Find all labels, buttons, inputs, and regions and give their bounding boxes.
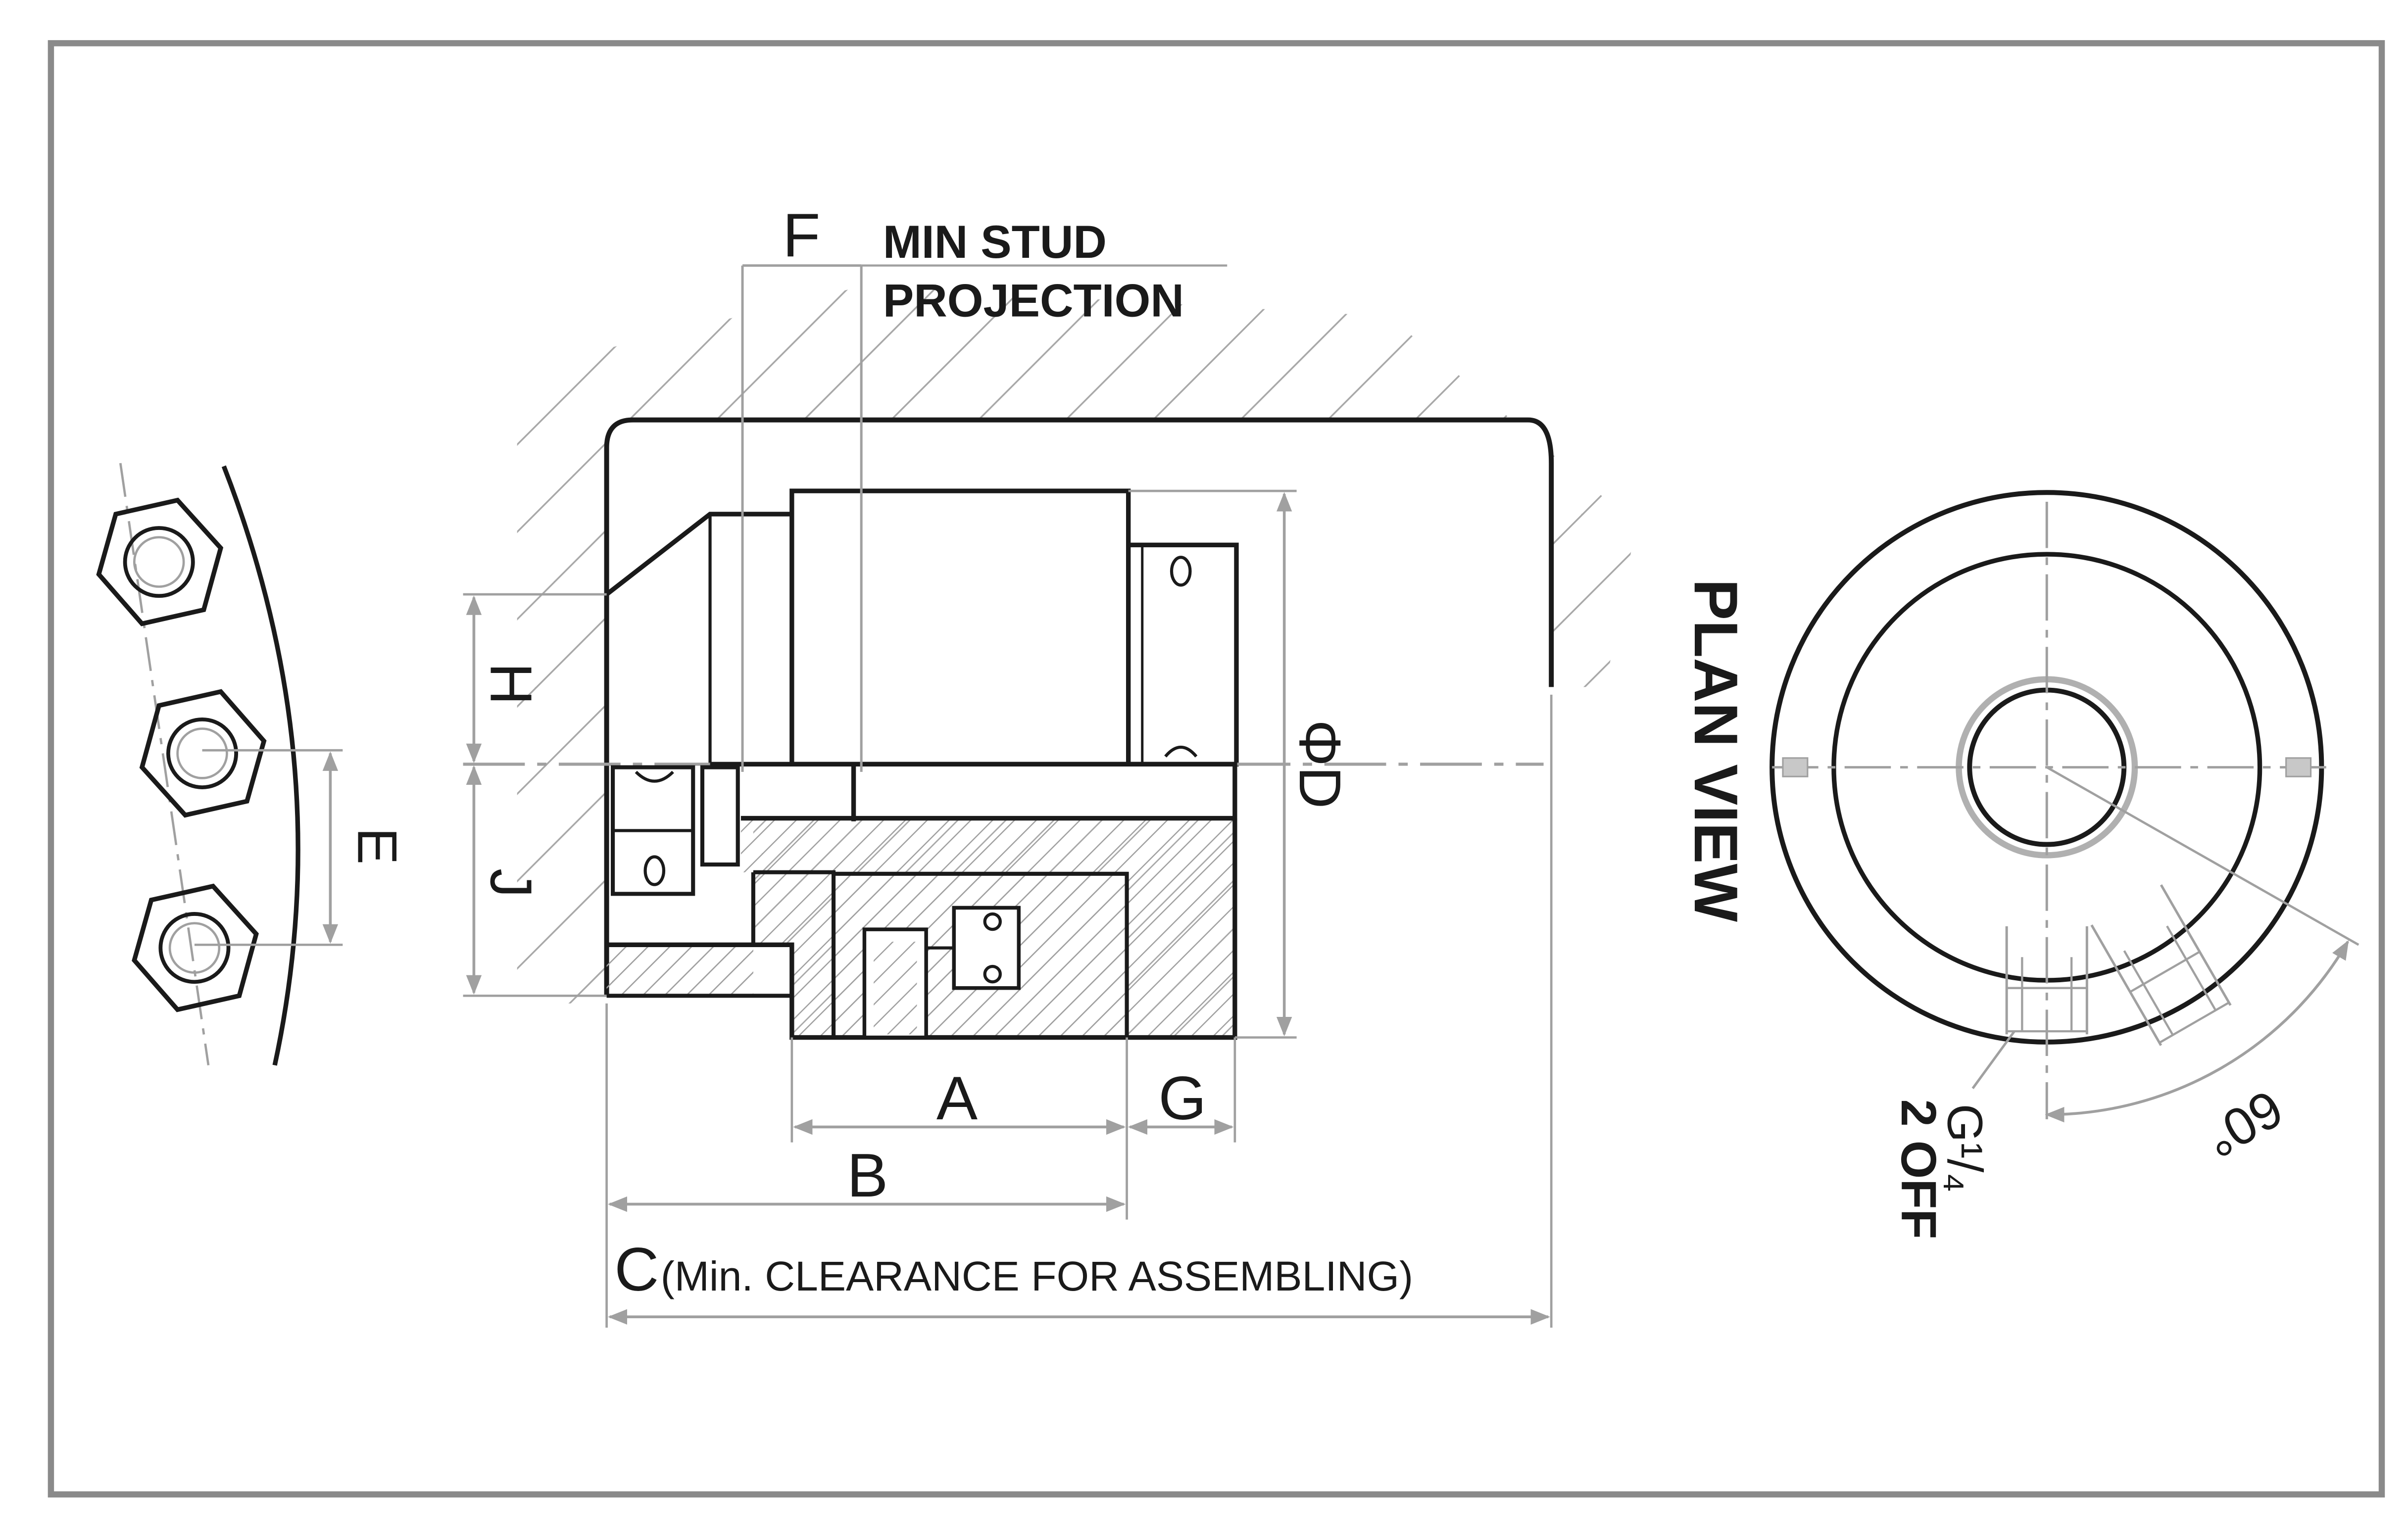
plan-view: PLAN VIEW G¹/₄ 2 [1681,490,2359,1239]
dimension-f-label: F [783,201,820,270]
nut-icon [96,497,224,626]
drawing-frame [48,40,2385,1498]
pitch-center-line [119,463,210,1066]
housing-outline [604,417,1554,996]
plan-view-title: PLAN VIEW [1681,579,1750,922]
port-qty-label: 2 OFF [1891,1099,1946,1239]
section-view: F MIN STUD PROJECTION H J ΦD A G B C (Mi… [463,201,1636,1328]
min-stud-label: MIN STUD [883,216,1107,268]
dimension-a-label: A [936,1064,978,1133]
dimension-d-label: ΦD [1287,719,1352,809]
top-structure-hatch [517,286,1636,687]
flange-arc [221,465,300,1066]
dimension-j-label: J [478,868,543,898]
dimension-h-label: H [478,663,543,705]
stud-row-detail: E [96,463,409,1066]
end-cap [1126,542,1239,766]
dimension-c-label: C [614,1235,659,1304]
angle-label: 60° [2195,1079,2293,1169]
cylinder-body [789,488,1131,766]
dimension-e-label: E [346,827,409,864]
angle-arc [2045,940,2349,1123]
projection-label: PROJECTION [883,275,1184,327]
nut-icon [132,883,259,1012]
dimension-g-label: G [1158,1064,1206,1133]
dimension-b-label: B [847,1141,888,1210]
clearance-note: (Min. CLEARANCE FOR ASSEMBLING) [661,1253,1413,1299]
nut-icon [139,689,267,818]
port-size-label: G¹/₄ [1937,1104,1992,1193]
